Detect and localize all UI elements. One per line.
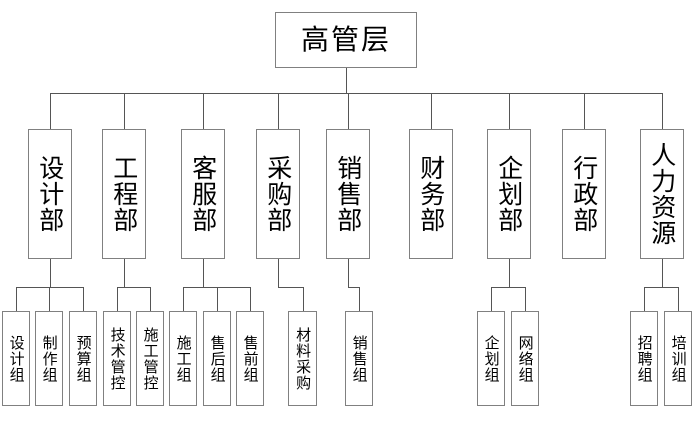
- connector-team-stem-6-0: [491, 287, 492, 312]
- node-team-8-0[interactable]: 招聘组: [630, 311, 658, 406]
- connector-team-stem-2-0: [183, 287, 184, 312]
- connector-dept-stem-7: [584, 93, 585, 130]
- node-department-7[interactable]: 行政部: [562, 129, 606, 259]
- connector-level1-bus: [50, 93, 663, 94]
- connector-team-stem-8-0: [644, 287, 645, 312]
- connector-sub-bus-8: [644, 287, 679, 288]
- connector-sub-stem-6: [509, 259, 510, 288]
- node-department-4[interactable]: 销售部: [326, 129, 370, 259]
- node-department-4-label: 销售部: [333, 155, 363, 233]
- connector-dept-stem-2: [203, 93, 204, 130]
- node-team-2-0-label: 施工组: [174, 334, 193, 383]
- node-team-0-2[interactable]: 预算组: [69, 311, 97, 406]
- node-team-0-0-label: 设计组: [7, 334, 26, 383]
- node-team-8-0-label: 招聘组: [635, 334, 654, 383]
- node-team-0-1-label: 制作组: [40, 334, 59, 383]
- connector-root-stem: [346, 68, 347, 94]
- connector-sub-stem-1: [124, 259, 125, 288]
- connector-team-stem-2-2: [250, 287, 251, 312]
- connector-team-stem-1-1: [150, 287, 151, 312]
- node-department-7-label: 行政部: [569, 155, 599, 233]
- connector-sub-stem-3: [278, 259, 279, 288]
- node-team-0-1[interactable]: 制作组: [35, 311, 63, 406]
- node-department-2-label: 客服部: [188, 155, 218, 233]
- node-executive-layer[interactable]: 高管层: [275, 12, 417, 68]
- node-department-5[interactable]: 财务部: [409, 129, 453, 259]
- node-team-3-0-label: 材料采购: [294, 326, 313, 391]
- connector-sub-stem-2: [203, 259, 204, 288]
- connector-team-stem-8-1: [678, 287, 679, 312]
- node-team-8-1[interactable]: 培训组: [664, 311, 692, 406]
- connector-dept-stem-3: [278, 93, 279, 130]
- node-team-1-1[interactable]: 施工管控: [136, 311, 164, 406]
- node-department-3[interactable]: 采购部: [256, 129, 300, 259]
- connector-sub-stem-0: [50, 259, 51, 288]
- connector-team-stem-1-0: [117, 287, 118, 312]
- connector-sub-bus-4: [348, 287, 360, 288]
- connector-dept-stem-6: [509, 93, 510, 130]
- node-department-1-label: 工程部: [109, 155, 139, 233]
- node-department-8[interactable]: 人力资源: [640, 129, 684, 259]
- node-team-2-1[interactable]: 售后组: [203, 311, 231, 406]
- connector-team-stem-4-0: [359, 287, 360, 312]
- connector-team-stem-0-1: [49, 287, 50, 312]
- connector-sub-bus-3: [278, 287, 304, 288]
- node-team-0-0[interactable]: 设计组: [2, 311, 30, 406]
- node-department-0-label: 设计部: [35, 155, 65, 233]
- node-department-1[interactable]: 工程部: [102, 129, 146, 259]
- connector-team-stem-2-1: [217, 287, 218, 312]
- connector-sub-bus-1: [117, 287, 151, 288]
- node-team-2-2-label: 售前组: [241, 334, 260, 383]
- connector-dept-stem-1: [124, 93, 125, 130]
- node-team-6-0-label: 企划组: [482, 334, 501, 383]
- node-department-6-label: 企划部: [494, 155, 524, 233]
- node-team-3-0[interactable]: 材料采购: [288, 311, 317, 406]
- connector-dept-stem-8: [662, 93, 663, 130]
- node-team-4-0[interactable]: 销售组: [345, 311, 373, 406]
- node-team-1-1-label: 施工管控: [141, 326, 160, 391]
- node-team-1-0[interactable]: 技术管控: [103, 311, 131, 406]
- node-executive-layer-label: 高管层: [300, 22, 391, 56]
- node-team-0-2-label: 预算组: [74, 334, 93, 383]
- node-department-3-label: 采购部: [263, 155, 293, 233]
- node-department-8-label: 人力资源: [647, 142, 677, 246]
- node-department-6[interactable]: 企划部: [487, 129, 531, 259]
- node-team-6-0[interactable]: 企划组: [477, 311, 505, 406]
- node-team-6-1-label: 网络组: [516, 334, 535, 383]
- connector-sub-bus-0: [16, 287, 84, 288]
- node-team-6-1[interactable]: 网络组: [511, 311, 539, 406]
- node-team-2-0[interactable]: 施工组: [169, 311, 197, 406]
- connector-dept-stem-4: [348, 93, 349, 130]
- node-team-8-1-label: 培训组: [669, 334, 688, 383]
- node-department-0[interactable]: 设计部: [28, 129, 72, 259]
- connector-sub-stem-4: [348, 259, 349, 288]
- connector-team-stem-0-2: [83, 287, 84, 312]
- node-team-4-0-label: 销售组: [350, 334, 369, 383]
- connector-sub-stem-8: [662, 259, 663, 288]
- connector-team-stem-0-0: [16, 287, 17, 312]
- node-team-1-0-label: 技术管控: [108, 326, 127, 391]
- connector-sub-bus-6: [491, 287, 526, 288]
- connector-team-stem-3-0: [303, 287, 304, 312]
- node-team-2-1-label: 售后组: [208, 334, 227, 383]
- connector-dept-stem-5: [431, 93, 432, 130]
- node-team-2-2[interactable]: 售前组: [236, 311, 264, 406]
- connector-dept-stem-0: [50, 93, 51, 130]
- connector-team-stem-6-1: [525, 287, 526, 312]
- node-department-5-label: 财务部: [416, 155, 446, 233]
- node-department-2[interactable]: 客服部: [181, 129, 225, 259]
